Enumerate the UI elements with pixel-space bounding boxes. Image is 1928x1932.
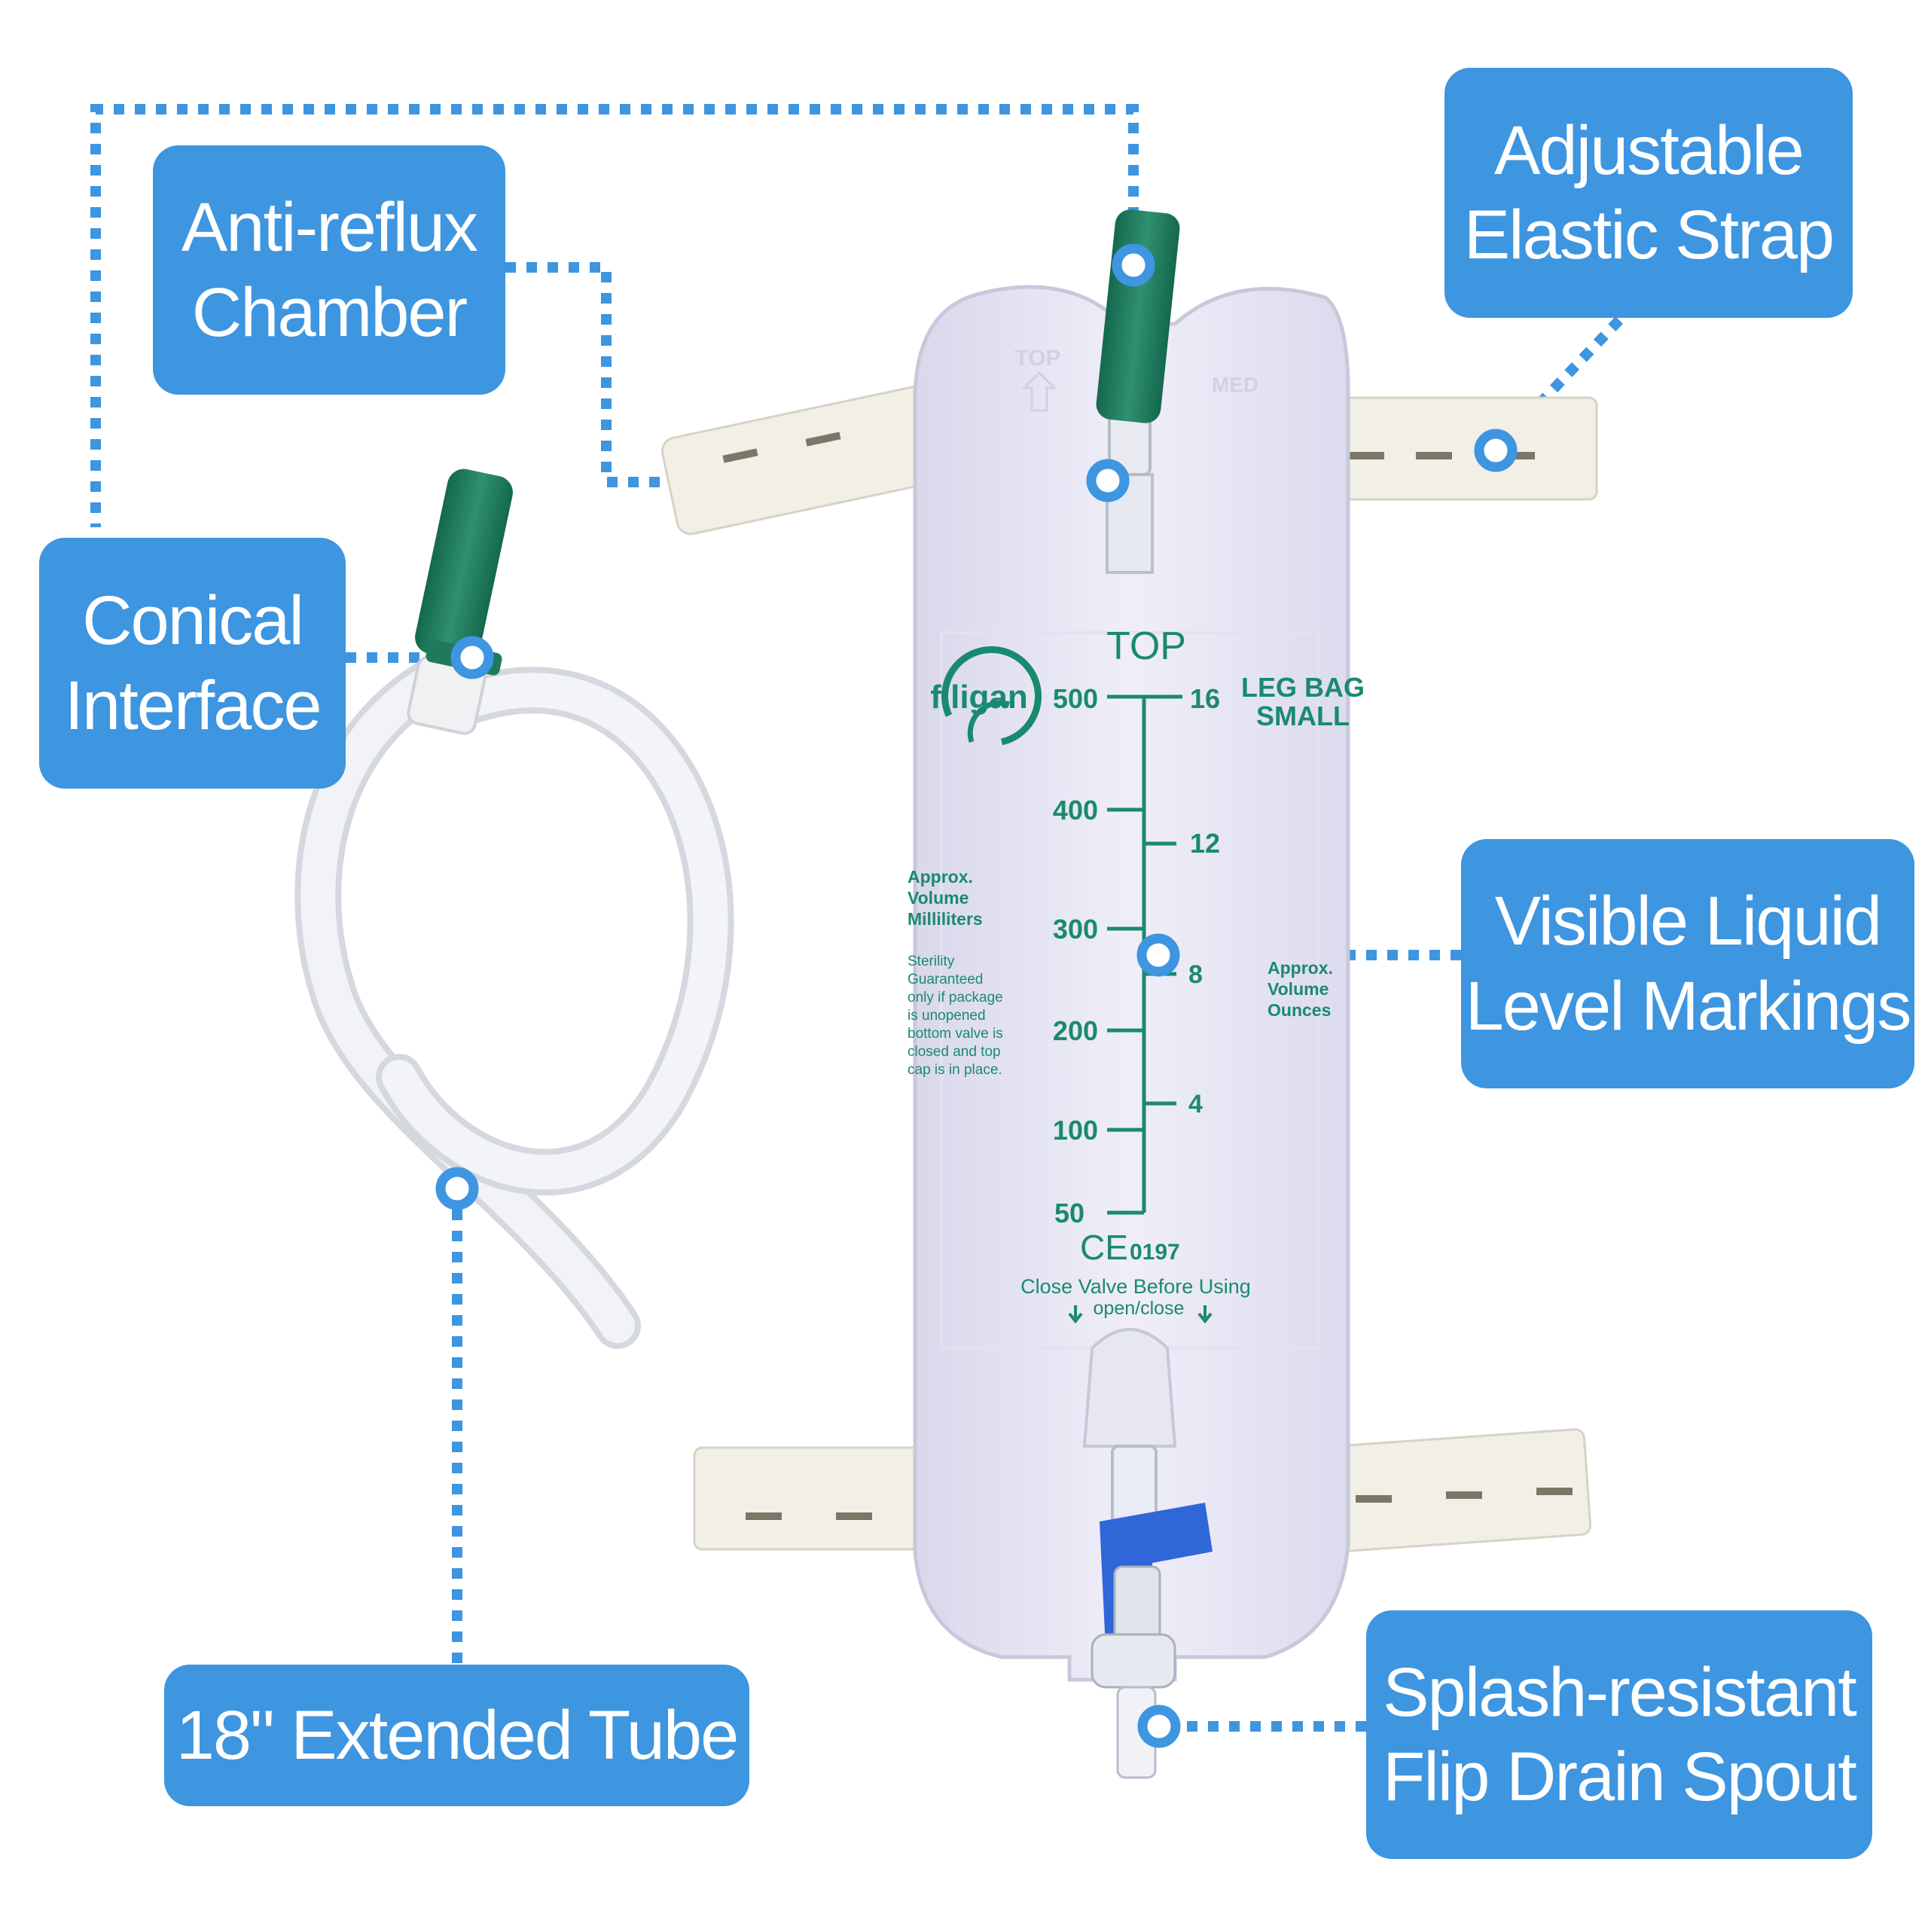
connector-anti-reflux bbox=[505, 262, 1113, 487]
svg-text:closed and top: closed and top bbox=[908, 1044, 1001, 1060]
svg-text:Volume: Volume bbox=[908, 888, 969, 908]
svg-text:Sterility: Sterility bbox=[908, 954, 955, 969]
svg-text:Ounces: Ounces bbox=[1268, 1000, 1331, 1020]
ml-tick-500: 500 bbox=[1053, 683, 1098, 714]
svg-text:only if package: only if package bbox=[908, 990, 1003, 1006]
extension-tube bbox=[294, 469, 734, 1349]
svg-text:Approx.: Approx. bbox=[908, 867, 973, 887]
product-line-1: LEG BAG bbox=[1241, 672, 1365, 703]
callout-line: Interface bbox=[64, 667, 322, 744]
svg-text:is unopened: is unopened bbox=[908, 1008, 986, 1024]
ml-tick-200: 200 bbox=[1053, 1015, 1098, 1046]
emboss-med: MED bbox=[1212, 373, 1258, 396]
arrow-down-icon-left bbox=[1068, 1305, 1083, 1324]
emboss-top: TOP bbox=[1014, 346, 1060, 371]
sterility-note: Sterility Guaranteed only if package is … bbox=[908, 954, 1003, 1078]
callout-line: Anti-reflux bbox=[181, 189, 478, 267]
oz-tick-4: 4 bbox=[1188, 1090, 1203, 1119]
connector-strap-top bbox=[90, 104, 1139, 527]
callout-visible-level-markings: Visible Liquid Level Markings bbox=[1461, 839, 1914, 1088]
marker-dots bbox=[435, 243, 1518, 1748]
product-line-2: SMALL bbox=[1256, 700, 1350, 731]
callout-line: Adjustable bbox=[1494, 111, 1804, 189]
leg-bag bbox=[913, 285, 1350, 1682]
marker-strap-top bbox=[1112, 243, 1155, 287]
oz-tick-16: 16 bbox=[1190, 683, 1220, 714]
marker-tube bbox=[435, 1167, 479, 1210]
oz-tick-8: 8 bbox=[1188, 960, 1203, 989]
ml-tick-400: 400 bbox=[1053, 795, 1098, 826]
svg-text:cap is in place.: cap is in place. bbox=[908, 1062, 1002, 1078]
arrow-down-icon-right bbox=[1197, 1305, 1213, 1324]
elastic-straps bbox=[660, 376, 1598, 1555]
callout-line: 18" Extended Tube bbox=[175, 1696, 739, 1774]
callout-line: Splash-resistant bbox=[1383, 1653, 1857, 1731]
brand-name: filigan bbox=[930, 679, 1028, 716]
callout-line: Conical bbox=[82, 582, 304, 660]
callout-line: Level Markings bbox=[1465, 967, 1912, 1045]
oz-tick-12: 12 bbox=[1190, 828, 1220, 859]
marker-strap-right bbox=[1474, 429, 1518, 472]
oz-unit-label: Approx. Volume Ounces bbox=[1268, 958, 1333, 1020]
callout-line: Visible Liquid bbox=[1494, 883, 1882, 960]
callout-line: Chamber bbox=[191, 273, 468, 351]
brand-logo: filigan bbox=[930, 646, 1042, 746]
callout-adjustable-strap: Adjustable Elastic Strap bbox=[1444, 68, 1853, 318]
callout-conical-interface: Conical Interface bbox=[39, 538, 346, 789]
volume-scale: 500 400 300 200 100 50 16 12 8 4 bbox=[1053, 683, 1220, 1228]
svg-text:Volume: Volume bbox=[1268, 979, 1329, 999]
callout-anti-reflux-chamber: Anti-reflux Chamber bbox=[153, 145, 505, 395]
top-label: TOP bbox=[1106, 624, 1186, 668]
ml-unit-label: Approx. Volume Milliliters bbox=[908, 867, 983, 929]
ce-mark: CE bbox=[1080, 1228, 1128, 1267]
valve-note: Close Valve Before Using bbox=[1020, 1275, 1251, 1298]
ml-tick-50: 50 bbox=[1054, 1198, 1084, 1228]
svg-text:Guaranteed: Guaranteed bbox=[908, 972, 983, 987]
callout-line: Elastic Strap bbox=[1463, 197, 1835, 273]
svg-text:bottom valve is: bottom valve is bbox=[908, 1026, 1003, 1042]
connector-strap-right bbox=[1493, 316, 1624, 452]
marker-spout bbox=[1137, 1705, 1181, 1748]
callout-flip-drain-spout: Splash-resistant Flip Drain Spout bbox=[1366, 1610, 1872, 1859]
open-close-label: open/close bbox=[1094, 1298, 1185, 1319]
svg-text:Approx.: Approx. bbox=[1268, 958, 1333, 978]
marker-anti-reflux bbox=[1086, 459, 1130, 502]
marker-conical bbox=[450, 636, 494, 679]
callout-line: Flip Drain Spout bbox=[1383, 1738, 1857, 1815]
svg-text:Milliliters: Milliliters bbox=[908, 909, 983, 929]
callout-extended-tube: 18" Extended Tube bbox=[164, 1665, 749, 1806]
ce-number: 0197 bbox=[1130, 1240, 1180, 1265]
ml-tick-300: 300 bbox=[1053, 914, 1098, 945]
bag-print: TOP MED TOP filigan LEG BAG SMALL 500 40… bbox=[908, 346, 1365, 1324]
ml-tick-100: 100 bbox=[1053, 1115, 1098, 1146]
emboss-arrow-icon bbox=[1021, 371, 1057, 412]
marker-visible bbox=[1136, 933, 1180, 977]
flip-drain-valve bbox=[1091, 1445, 1213, 1779]
